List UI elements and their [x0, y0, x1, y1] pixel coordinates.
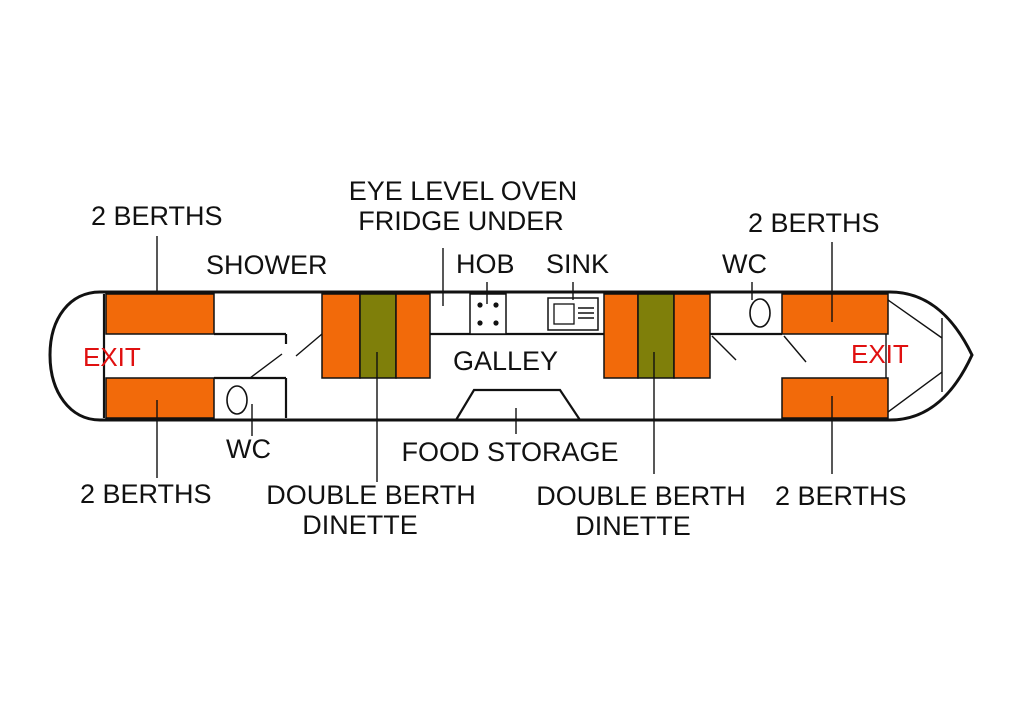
wc-right-door: [711, 335, 737, 361]
sink-unit: [547, 297, 599, 331]
shower-door: [249, 353, 283, 379]
dinette-right-table: [637, 293, 675, 379]
berth-bottom-right: [781, 377, 889, 419]
label-dinette-left-line2: DINETTE: [302, 510, 418, 540]
wc-right-toilet: [749, 298, 771, 328]
label-galley: GALLEY: [453, 346, 558, 376]
berth-right-door: [783, 335, 807, 363]
label-oven-line2: FRIDGE UNDER: [358, 206, 564, 236]
label-exit-left: EXIT: [83, 342, 141, 372]
hob-burner-icon: [493, 302, 499, 308]
sink-drainer-icon: [578, 307, 594, 319]
dinette-right-seat-a: [603, 293, 639, 379]
dinette-right-seat-b: [673, 293, 711, 379]
hull-outline: [48, 290, 974, 422]
sink-bowl-icon: [553, 303, 575, 325]
label-dinette-right-line1: DOUBLE BERTH: [536, 481, 746, 511]
label-wc-right: WC: [722, 249, 767, 279]
label-berths-bottom-left: 2 BERTHS: [80, 479, 212, 509]
berth-top-left: [105, 293, 215, 335]
berth-bottom-left: [105, 377, 215, 419]
label-exit-right: EXIT: [851, 339, 909, 369]
dinette-left-table: [359, 293, 397, 379]
hob-unit: [469, 293, 507, 335]
label-berths-top-right: 2 BERTHS: [748, 208, 880, 238]
label-berths-top-left: 2 BERTHS: [91, 201, 223, 231]
label-shower: SHOWER: [206, 250, 328, 280]
label-dinette-left-line1: DOUBLE BERTH: [266, 480, 476, 510]
hob-burner-icon: [477, 320, 483, 326]
berth-top-right: [781, 293, 889, 335]
hob-burner-icon: [477, 302, 483, 308]
hob-burner-icon: [493, 320, 499, 326]
label-wc-left: WC: [226, 434, 271, 464]
wc-left-toilet: [226, 385, 248, 415]
food-storage-unit: [455, 388, 581, 421]
label-food-storage: FOOD STORAGE: [401, 437, 618, 467]
label-hob: HOB: [456, 249, 515, 279]
leader-lines: [156, 236, 833, 482]
dinette-left-seat-a: [321, 293, 361, 379]
label-oven-line1: EYE LEVEL OVEN: [349, 176, 578, 206]
label-berths-bottom-right: 2 BERTHS: [775, 481, 907, 511]
label-dinette-right-line2: DINETTE: [575, 511, 691, 541]
bow-steps: [887, 299, 943, 413]
dinette-left-seat-b: [395, 293, 431, 379]
label-sink: SINK: [546, 249, 609, 279]
passage-door: [295, 333, 323, 357]
